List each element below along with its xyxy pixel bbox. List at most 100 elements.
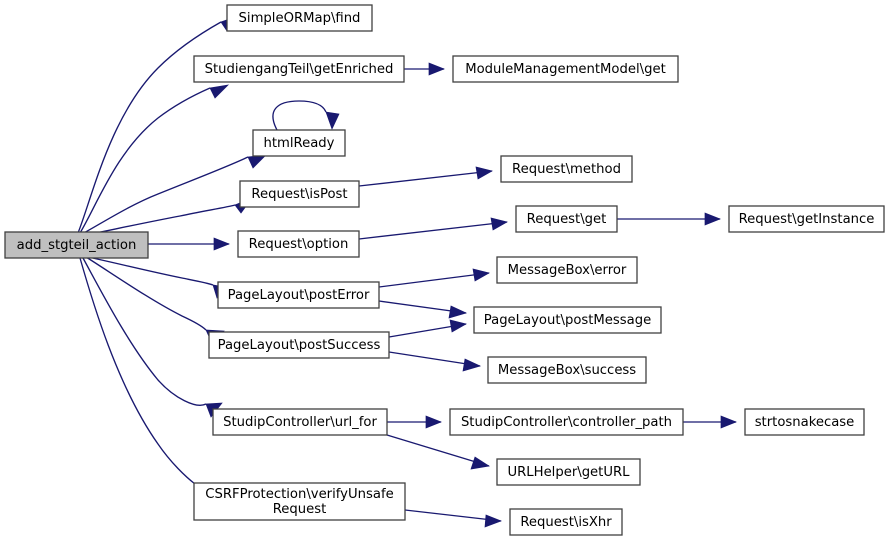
node-box[interactable] [452,55,679,83]
graph-node-pagelayout_postmessage[interactable]: PageLayout\postMessage [473,306,662,334]
edge-line [358,170,493,187]
arrowhead-icon [325,111,340,130]
node-box[interactable] [449,408,684,436]
graph-node-request_option[interactable]: Request\option [237,230,360,258]
node-box[interactable] [496,256,638,284]
edge-request_ispost-to-request_method [358,166,493,187]
edge-csrfprotection_verifyunsaferequest-to-request_isxhr [404,509,502,528]
graph-node-root[interactable]: add_stgteil_action [4,231,149,259]
graph-node-studiengangteil_getenriched[interactable]: StudiengangTeil\getEnriched [193,55,405,83]
edge-request_option-to-request_get [358,217,508,240]
node-box[interactable] [487,356,647,384]
edge-root-to-pagelayout_posterror [87,256,232,299]
edge-line [272,100,327,131]
graph-node-modulemanagementmodel_get[interactable]: ModuleManagementModel\get [452,55,679,83]
graph-node-htmlready[interactable]: htmlReady [252,129,346,157]
edge-studipcontroller_url_for-to-urlhelper_geturl [386,434,490,470]
edge-pagelayout_postsuccess-to-messagebox_success [388,351,481,372]
node-box[interactable] [4,231,149,259]
node-box[interactable] [515,205,618,233]
node-box[interactable] [193,55,405,83]
graph-node-request_getinstance[interactable]: Request\getInstance [728,205,885,233]
node-label: SimpleORMap\find [239,11,361,26]
node-label: strtosnakecase [755,415,855,430]
graph-node-request_ispost[interactable]: Request\isPost [239,180,360,208]
node-box[interactable] [193,482,406,521]
node-box[interactable] [473,306,662,334]
node-box[interactable] [226,4,373,32]
graph-node-request_method[interactable]: Request\method [500,155,633,183]
edge-studipcontroller_controller_path-to-strtosnakecase [683,415,737,429]
edge-pagelayout_posterror-to-pagelayout_postmessage [378,300,467,319]
graph-node-studipcontroller_url_for[interactable]: StudipController\url_for [212,408,388,436]
node-label: Request\isXhr [520,515,612,530]
graph-node-urlhelper_geturl[interactable]: URLHelper\getURL [496,458,641,486]
edge-root-to-csrfprotection_verifyunsaferequest [79,257,213,498]
graph-node-pagelayout_posterror[interactable]: PageLayout\postError [217,281,380,309]
arrowhead-icon [704,212,721,226]
edge-pagelayout_posterror-to-messagebox_error [378,268,490,288]
graph-node-studipcontroller_controller_path[interactable]: StudipController\controller_path [449,408,684,436]
edge-line [79,257,196,485]
node-box[interactable] [496,458,641,486]
arrowhead-icon [462,358,481,372]
node-label: PageLayout\postMessage [484,313,651,328]
node-box[interactable] [212,408,388,436]
edge-root-to-studiengangteil_getenriched [79,84,230,234]
node-box[interactable] [208,331,390,359]
graph-node-simpleormap_find[interactable]: SimpleORMap\find [226,4,373,32]
node-box[interactable] [252,129,346,157]
edge-root-to-request_ispost [85,197,254,236]
node-label: add_stgteil_action [17,238,137,253]
edge-studipcontroller_url_for-to-studipcontroller_controller_path [387,415,442,429]
graph-node-messagebox_success[interactable]: MessageBox\success [487,356,647,384]
node-box[interactable] [500,155,633,183]
edge-line [82,257,207,406]
node-box[interactable] [239,180,360,208]
graph-node-pagelayout_postsuccess[interactable]: PageLayout\postSuccess [208,331,390,359]
node-label: MessageBox\success [498,363,636,378]
edge-line [87,256,214,286]
edge-line [358,221,508,240]
graph-node-strtosnakecase[interactable]: strtosnakecase [744,408,865,436]
edge-pagelayout_postsuccess-to-pagelayout_postmessage [388,319,467,338]
node-label: htmlReady [264,136,335,151]
arrowhead-icon [475,166,493,180]
node-label: Request\method [512,162,621,177]
nodes-layer: add_stgteil_action SimpleORMap\findStudie… [4,4,885,536]
node-label: Request\isPost [251,187,347,202]
edges-layer [77,15,737,528]
edge-studiengangteil_getenriched-to-modulemanagementmodel_get [404,62,445,76]
edge-line [77,21,222,234]
node-label: PageLayout\postError [228,288,370,303]
edge-line [378,272,490,288]
node-label: StudiengangTeil\getEnriched [205,62,394,77]
node-label: PageLayout\postSuccess [218,338,381,353]
node-label: Request\option [249,237,349,252]
arrowhead-icon [428,62,445,76]
node-label: StudipController\url_for [223,415,377,430]
edge-root-to-htmlready [81,154,267,235]
node-box[interactable] [509,508,623,536]
node-label: ModuleManagementModel\get [465,62,666,77]
node-box[interactable] [237,230,360,258]
edge-line [85,204,236,236]
node-box[interactable] [728,205,885,233]
graph-node-request_get[interactable]: Request\get [515,205,618,233]
arrowhead-icon [449,319,467,333]
node-label: MessageBox\error [508,263,627,278]
node-label: Request\get [527,212,607,227]
graph-node-messagebox_error[interactable]: MessageBox\error [496,256,638,284]
edge-root-to-request_option [148,237,230,251]
arrowhead-icon [425,415,442,429]
edge-line [79,87,211,234]
graph-node-request_isxhr[interactable]: Request\isXhr [509,508,623,536]
edge-line [386,434,490,467]
node-label: StudipController\controller_path [461,415,672,430]
arrowhead-icon [448,305,467,319]
node-box[interactable] [217,281,380,309]
node-box[interactable] [744,408,865,436]
